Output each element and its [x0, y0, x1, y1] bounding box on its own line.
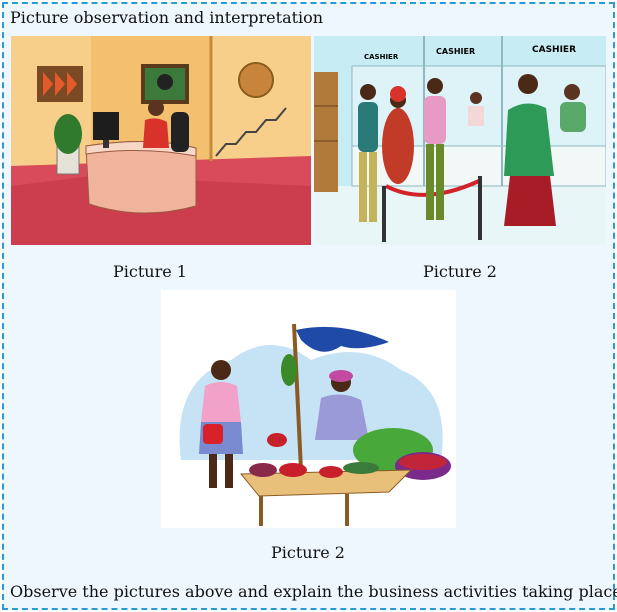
instruction-text: Observe the pictures above and explain t… [10, 582, 617, 601]
picture-2-caption: Picture 2 [423, 262, 497, 281]
picture-office-reception [11, 36, 311, 245]
page-title: Picture observation and interpretation [10, 8, 324, 27]
cashier-sign-1: CASHIER [364, 53, 399, 61]
cashier-sign-2: CASHIER [436, 47, 475, 56]
picture-market-stall [161, 290, 456, 528]
cashier-sign-3: CASHIER [532, 45, 576, 55]
picture-1-caption: Picture 1 [113, 262, 187, 281]
picture-3-caption: Picture 2 [271, 543, 345, 562]
picture-bank-counter: CASHIER CASHIER CASHIER [314, 36, 606, 245]
